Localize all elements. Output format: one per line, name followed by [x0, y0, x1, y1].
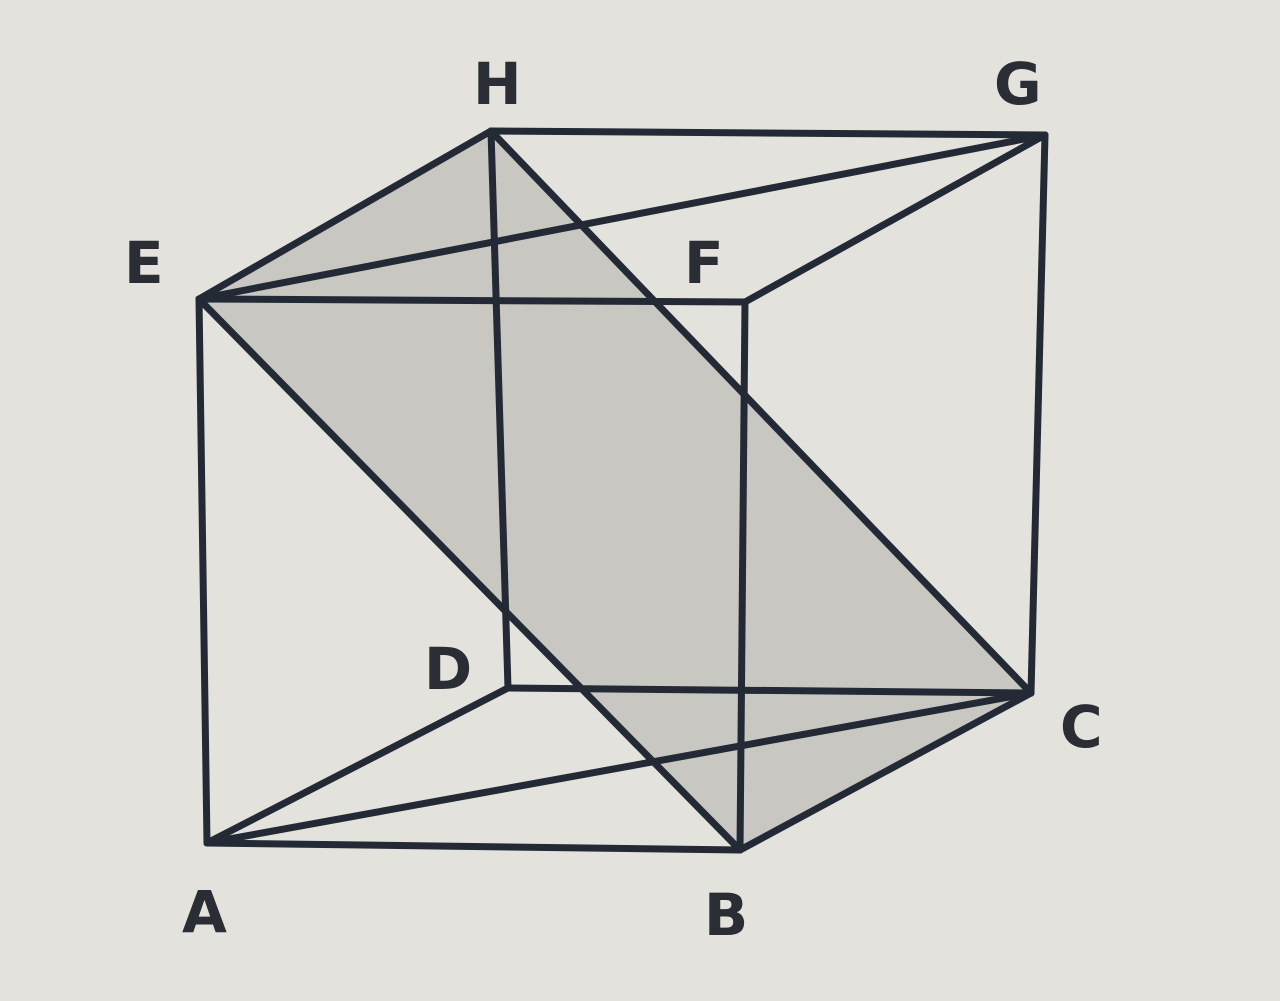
shaded-plane-ehcb [199, 131, 1031, 850]
shaded-plane-layer [199, 131, 1031, 850]
vertex-label-c: C [1060, 693, 1103, 761]
edge-ab [203, 839, 744, 854]
diagonal-ac [203, 689, 1035, 847]
edge-fg [741, 131, 1049, 306]
edge-he [195, 127, 495, 303]
vertex-label-g: G [994, 50, 1042, 118]
diagonal-eb [195, 295, 744, 854]
edge-gh [487, 127, 1049, 139]
vertex-label-a: A [182, 878, 227, 946]
edge-cg [1027, 131, 1049, 697]
edge-cd [504, 684, 1035, 697]
edge-ae [195, 295, 211, 847]
vertex-label-e: E [124, 229, 164, 297]
vertex-label-h: H [473, 50, 522, 118]
diagonal-eg [195, 131, 1049, 303]
edge-da [203, 684, 512, 847]
vertex-label-b: B [704, 881, 748, 949]
edge-bf [736, 298, 749, 854]
edge-ef [195, 295, 749, 306]
edge-dh [487, 127, 512, 692]
vertex-label-f: F [684, 229, 724, 297]
edge-bc [736, 689, 1035, 854]
edge-layer [195, 127, 1049, 854]
vertex-label-d: D [424, 635, 472, 703]
